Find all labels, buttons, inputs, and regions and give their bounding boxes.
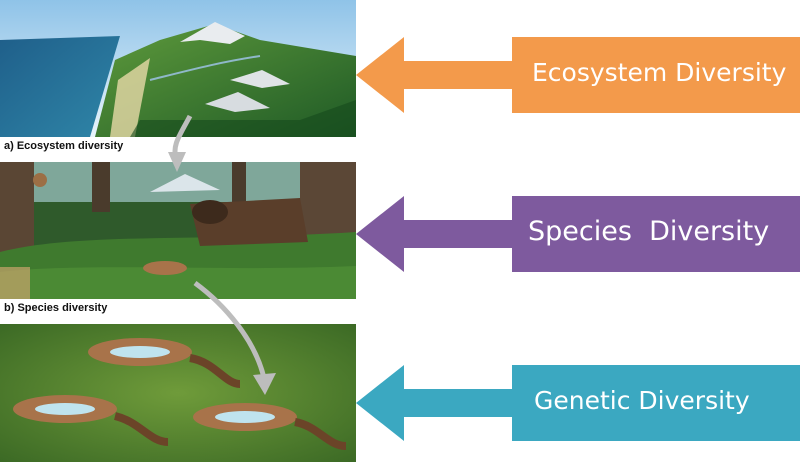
genetic-diversity-text: Genetic Diversity	[534, 386, 750, 415]
left-arrow-icon	[356, 37, 800, 113]
genetic-diversity-label: Genetic Diversity	[356, 365, 800, 441]
chipmunk-3	[193, 403, 347, 450]
ecosystem-diversity-label: Ecosystem Diversity	[356, 37, 800, 113]
species-caption: b) Species diversity	[4, 302, 108, 314]
ecosystem-caption: a) Ecosystem diversity	[4, 140, 124, 152]
species-diversity-label: Species Diversity	[356, 196, 800, 272]
left-arrow-icon	[356, 196, 800, 272]
chipmunk-2	[13, 395, 169, 446]
species-illustration	[0, 162, 356, 299]
ecosystem-diversity-text: Ecosystem Diversity	[532, 58, 787, 87]
left-arrow-icon	[356, 365, 800, 441]
genetic-illustration	[0, 324, 356, 462]
ecosystem-illustration	[0, 0, 356, 137]
species-diversity-text: Species Diversity	[528, 216, 770, 247]
